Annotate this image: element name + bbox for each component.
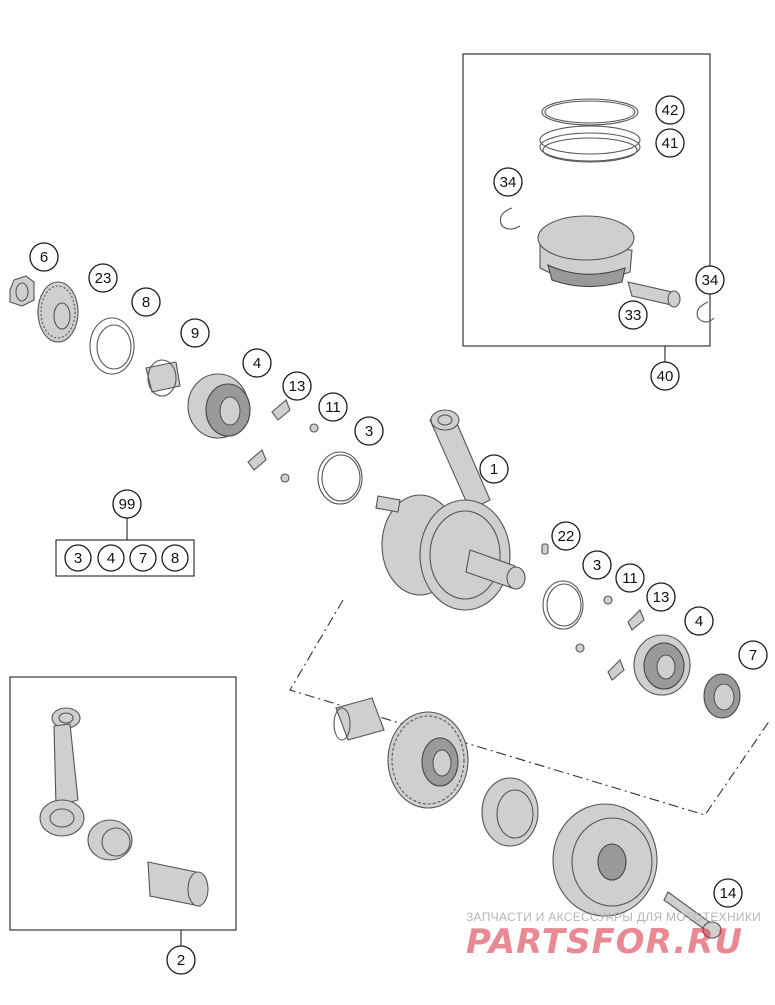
svg-text:3: 3	[365, 423, 373, 440]
svg-text:23: 23	[95, 270, 112, 287]
kit-item-3: 3	[64, 544, 92, 572]
svg-text:4: 4	[253, 355, 261, 372]
callout-22: 22	[551, 521, 581, 551]
callout-23: 23	[88, 263, 118, 293]
svg-text:13: 13	[653, 589, 670, 606]
starter-gear	[387, 711, 469, 809]
callout-40: 40	[650, 361, 680, 391]
piston-pin	[627, 281, 681, 308]
kit-box	[55, 539, 195, 577]
callout-7: 7	[738, 640, 768, 670]
kit-item-4: 4	[97, 544, 125, 572]
callout-8: 8	[131, 287, 161, 317]
shim-ring	[89, 317, 135, 375]
svg-text:6: 6	[40, 249, 48, 266]
svg-text:33: 33	[625, 307, 642, 324]
main-bearing-left	[187, 373, 251, 439]
svg-text:2: 2	[177, 952, 185, 969]
callout-41: 41	[655, 128, 685, 158]
callout-4-right: 4	[684, 606, 714, 636]
screw-lower	[280, 473, 290, 483]
kit-item-7: 7	[129, 544, 157, 572]
woodruff-key	[541, 543, 549, 555]
svg-text:34: 34	[500, 174, 517, 191]
lock-plate-lower	[247, 449, 267, 471]
callout-4-left: 4	[242, 348, 272, 378]
svg-text:14: 14	[720, 885, 737, 902]
primary-gear	[37, 281, 79, 343]
callout-3-left: 3	[354, 416, 384, 446]
starter-group-outline	[289, 599, 771, 816]
piston-ring-bottom	[539, 125, 641, 163]
svg-text:42: 42	[662, 102, 679, 119]
svg-text:34: 34	[702, 272, 719, 289]
callout-34-left: 34	[493, 167, 523, 197]
screw-right-lower	[575, 643, 585, 653]
svg-text:4: 4	[107, 550, 115, 567]
crankshaft	[375, 409, 526, 611]
svg-text:99: 99	[119, 496, 136, 513]
svg-text:1: 1	[490, 461, 498, 478]
svg-text:8: 8	[142, 294, 150, 311]
lock-plate-right-lower	[607, 659, 625, 681]
callout-1: 1	[479, 454, 509, 484]
callout-99: 99	[112, 489, 142, 519]
piston-kit-frame	[462, 53, 711, 347]
connecting-rod	[39, 707, 85, 837]
callout-13-right: 13	[646, 582, 676, 612]
needle-bearing	[333, 697, 385, 741]
callout-11-right: 11	[615, 563, 645, 593]
rotor-bolt	[663, 891, 722, 939]
shim-right	[542, 580, 584, 630]
kit-item-8: 8	[161, 544, 189, 572]
bushing	[145, 359, 181, 397]
watermark-tagline: ЗАПЧАСТИ И АКСЕССУАРЫ ДЛЯ МОТОТЕХНИКИ	[466, 910, 762, 924]
callout-2: 2	[166, 945, 196, 975]
freewheel	[481, 777, 539, 847]
callout-13-left: 13	[282, 371, 312, 401]
callout-6: 6	[29, 242, 59, 272]
piston	[537, 215, 635, 288]
svg-text:41: 41	[662, 135, 679, 152]
svg-text:4: 4	[695, 613, 703, 630]
svg-text:3: 3	[74, 550, 82, 567]
crank-pin	[147, 861, 209, 907]
callout-33: 33	[618, 300, 648, 330]
callout-9: 9	[180, 318, 210, 348]
callout-34-right: 34	[695, 265, 725, 295]
circlip-left	[499, 207, 521, 230]
svg-text:9: 9	[191, 325, 199, 342]
circlip-right	[696, 301, 715, 323]
big-end-bearing	[87, 819, 133, 861]
svg-text:3: 3	[593, 557, 601, 574]
watermark-logo: PARTSFOR.RU	[466, 922, 744, 962]
main-bearing-right	[633, 634, 691, 696]
callout-14: 14	[713, 878, 743, 908]
shaft-seal	[703, 673, 741, 719]
svg-text:7: 7	[749, 647, 757, 664]
screw-upper	[309, 423, 319, 433]
piston-ring-top	[541, 98, 639, 126]
svg-text:8: 8	[171, 550, 179, 567]
conrod-kit-frame	[9, 676, 237, 931]
nut	[9, 275, 35, 307]
rotor	[552, 803, 658, 917]
svg-text:22: 22	[558, 528, 575, 545]
svg-text:40: 40	[657, 368, 674, 385]
screw-right-upper	[603, 595, 613, 605]
svg-text:13: 13	[289, 378, 306, 395]
callout-42: 42	[655, 95, 685, 125]
svg-text:11: 11	[325, 399, 341, 416]
callout-11-left: 11	[318, 392, 348, 422]
lock-plate-right-upper	[627, 609, 645, 631]
callout-3-right: 3	[582, 550, 612, 580]
shim-left	[317, 451, 363, 505]
lock-plate-upper	[271, 399, 291, 421]
svg-text:11: 11	[622, 570, 638, 587]
svg-text:7: 7	[139, 550, 147, 567]
